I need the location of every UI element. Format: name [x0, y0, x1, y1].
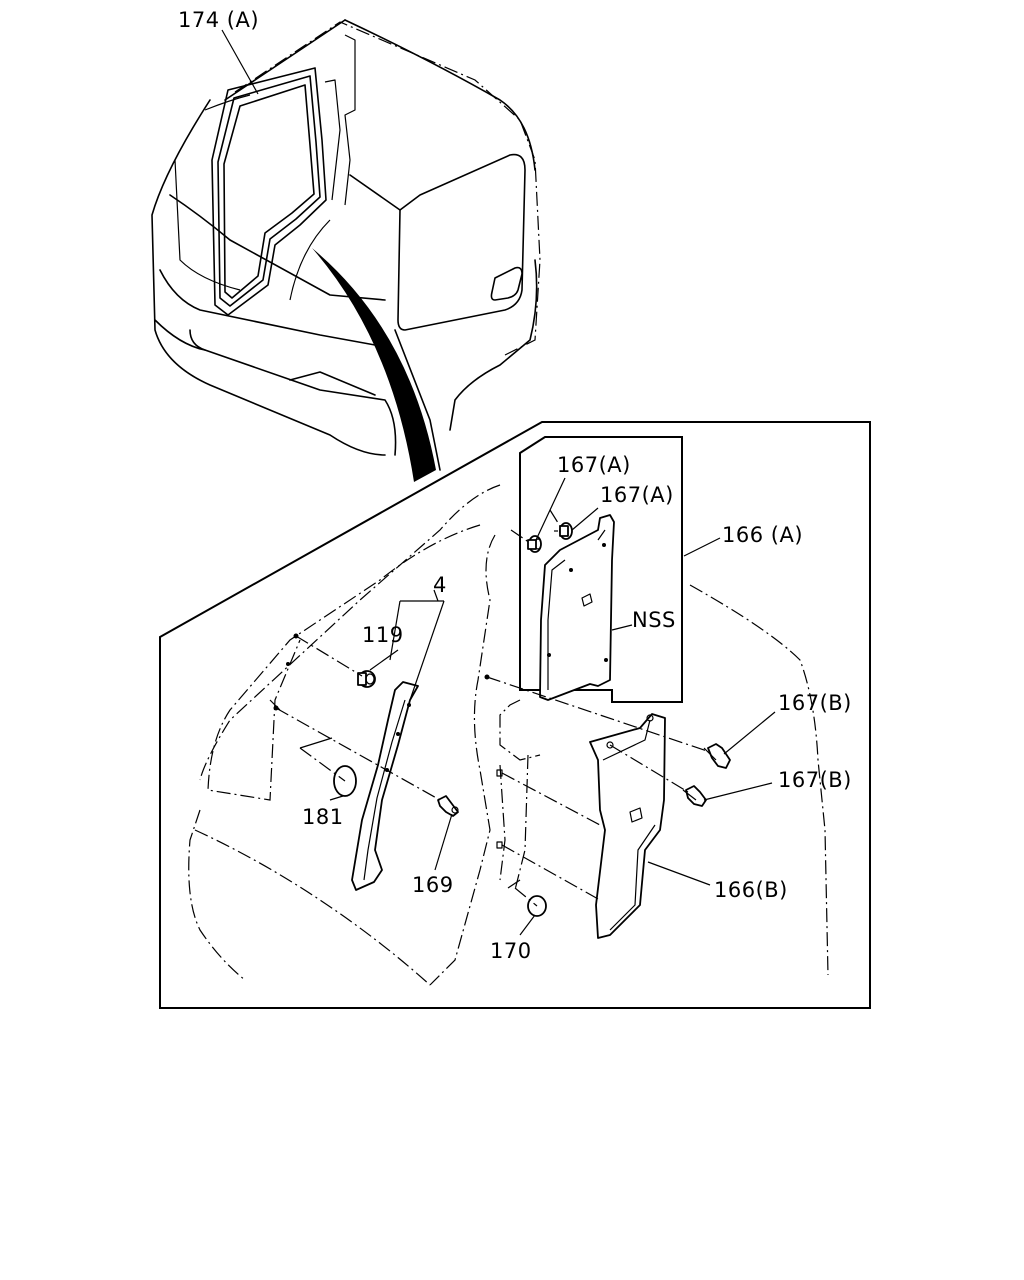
label-167b-2: 167(B) — [778, 768, 852, 792]
nss-inset-frame — [519, 436, 683, 703]
label-166a: 166 (A) — [722, 523, 803, 547]
clip-167b-lower — [682, 785, 707, 807]
label-166b: 166(B) — [714, 878, 788, 902]
clip-167a-lower — [527, 535, 542, 553]
label-170: 170 — [490, 939, 532, 963]
label-167a-1: 167(A) — [557, 453, 631, 477]
leader-lines — [221, 29, 776, 936]
pillar-trim-166b — [589, 713, 666, 939]
cab-overview — [151, 19, 541, 482]
label-nss: NSS — [632, 608, 676, 632]
pillar-trim-166a — [539, 514, 615, 701]
label-167b-1: 167(B) — [778, 691, 852, 715]
detail-frame — [159, 421, 871, 1009]
label-174a: 174 (A) — [178, 8, 259, 32]
detail-cab-interior — [188, 484, 829, 986]
callout-labels: 174 (A) 167(A) 167(A) 166 (A) 4 119 NSS … — [178, 8, 852, 963]
assembly-lines — [275, 509, 711, 907]
clip-167a-upper — [554, 522, 573, 540]
label-4: 4 — [433, 573, 447, 597]
label-167a-2: 167(A) — [600, 483, 674, 507]
clip-119 — [357, 670, 376, 688]
clip-169 — [437, 795, 459, 817]
clip-167b-upper — [703, 743, 731, 769]
label-119: 119 — [362, 623, 404, 647]
label-181: 181 — [302, 805, 344, 829]
label-169: 169 — [412, 873, 454, 897]
a-pillar-trim-4 — [351, 681, 419, 891]
